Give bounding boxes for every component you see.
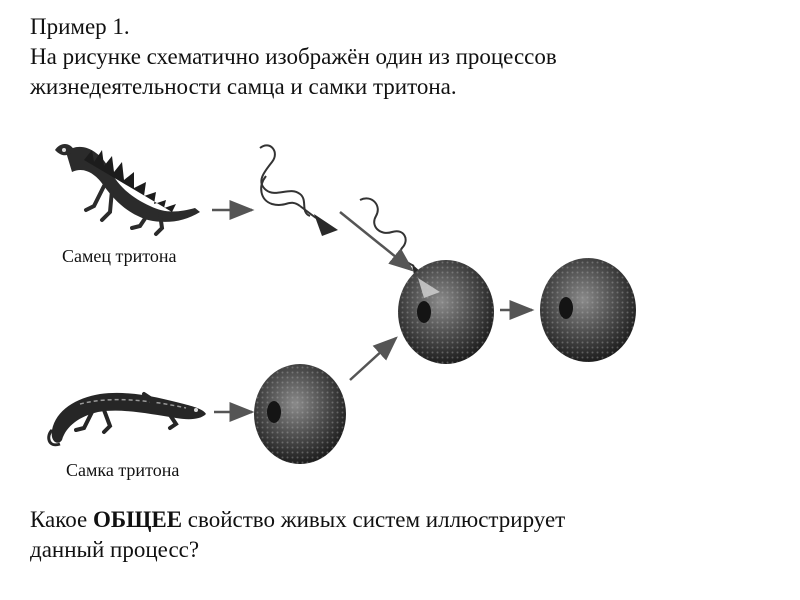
question-text-before: Какое [30, 507, 93, 532]
zygote-cell-icon [540, 258, 636, 362]
fertilization-cell-icon [398, 260, 494, 364]
sperm-cell-1-icon [260, 145, 338, 236]
arrow-sperm-to-egg [340, 212, 412, 270]
question-line-1: Какое ОБЩЕЕ свойство живых систем иллюст… [30, 505, 770, 535]
female-newt-label: Самка тритона [66, 460, 179, 480]
question-line-2: данный процесс? [30, 535, 770, 565]
egg-cell-icon [254, 364, 346, 464]
question-text: Какое ОБЩЕЕ свойство живых систем иллюст… [30, 505, 770, 565]
male-newt-label: Самец тритона [62, 246, 176, 266]
question-keyword: ОБЩЕЕ [93, 507, 182, 532]
male-newt-icon [55, 144, 200, 234]
female-newt-icon [49, 393, 206, 445]
arrow-egg-to-fertilization [350, 338, 396, 380]
question-text-after: свойство живых систем иллюстрирует [182, 507, 565, 532]
